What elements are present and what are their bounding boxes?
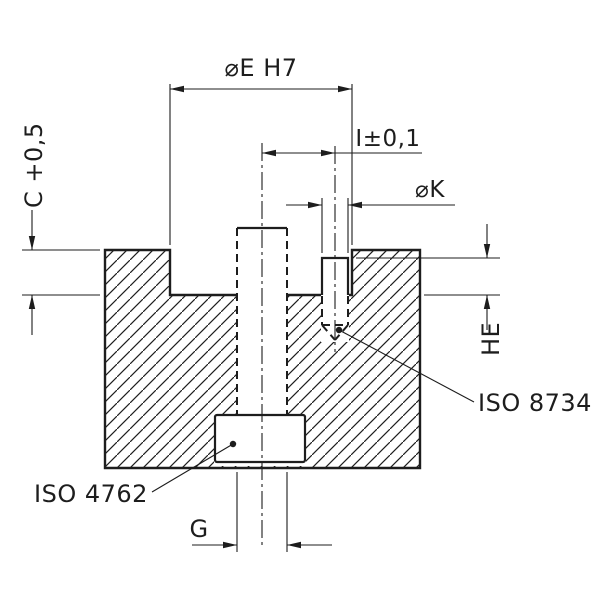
dim-i: I±0,1	[262, 126, 422, 157]
dim-dia-e: ⌀E H7	[169, 54, 353, 245]
label-c: C +0,5	[20, 122, 48, 208]
arrowhead	[321, 149, 335, 157]
label-he: HE	[477, 322, 505, 356]
arrowhead	[483, 244, 491, 258]
label-dia-e: ⌀E H7	[224, 54, 297, 82]
drill-point-right	[334, 324, 349, 341]
label-g: G	[189, 515, 208, 543]
counterbore-mask	[214, 414, 306, 466]
annotation-iso-8734: ISO 8734	[335, 326, 592, 417]
label-dia-k: ⌀K	[415, 177, 445, 203]
leader-dot	[229, 440, 237, 448]
arrowhead	[348, 201, 362, 209]
arrowhead	[338, 85, 352, 93]
label-iso-8734: ISO 8734	[478, 389, 592, 417]
arrowhead	[262, 149, 276, 157]
arrowhead	[28, 295, 36, 309]
arrowhead	[28, 236, 36, 250]
arrowhead	[483, 295, 491, 309]
dim-g: G	[189, 472, 332, 552]
annotation-iso-4762: ISO 4762	[34, 440, 237, 508]
dim-dia-k: ⌀K	[286, 177, 455, 253]
dim-he: HE	[356, 224, 505, 356]
label-i: I±0,1	[355, 126, 420, 152]
drill-point-left	[321, 324, 336, 341]
arrowhead	[308, 201, 322, 209]
leader-iso-8734	[338, 329, 475, 403]
arrowhead	[223, 541, 237, 549]
leader-iso-4762	[151, 443, 234, 493]
arrowhead	[170, 85, 184, 93]
label-iso-4762: ISO 4762	[34, 480, 148, 508]
arrowhead	[287, 541, 301, 549]
leader-dot	[335, 326, 343, 334]
dim-c: C +0,5	[20, 122, 100, 335]
screw-head-outline	[213, 413, 307, 464]
